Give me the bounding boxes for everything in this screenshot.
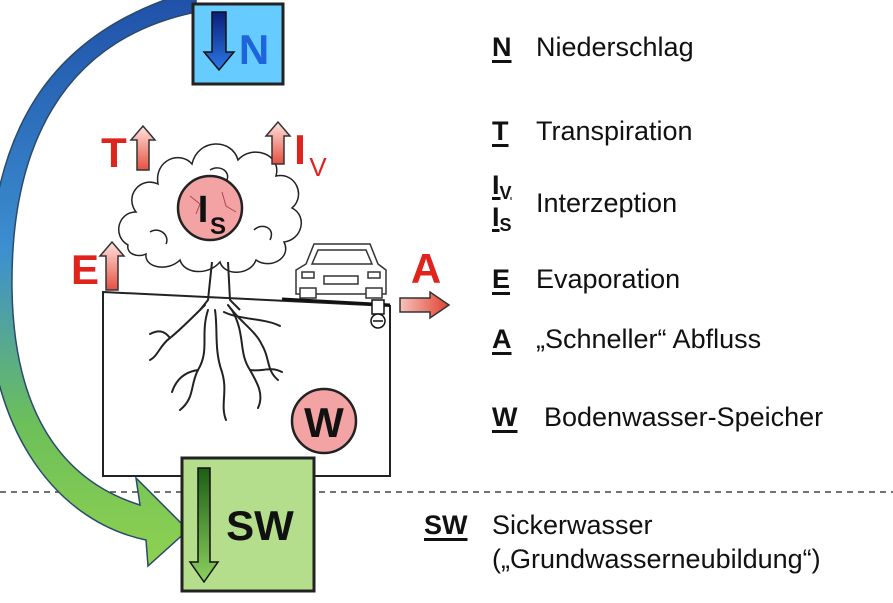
legend-description: Evaporation: [536, 264, 681, 294]
soil-block: [102, 290, 391, 477]
precipitation-down-arrow-icon: [202, 11, 236, 72]
evaporation-label: E: [71, 246, 99, 293]
runoff-label: A: [411, 245, 441, 292]
soil-interception-bubble: [176, 174, 244, 242]
legend-symbol: W: [492, 402, 518, 432]
seepage-water-box: SW: [180, 456, 316, 593]
vegetation-interception-label: I: [294, 126, 306, 173]
precipitation-box: N: [191, 2, 285, 86]
runoff-right-arrow-icon: [399, 290, 451, 320]
legend-symbol-iv: IV: [492, 170, 512, 203]
bubble-crack-lines: [189, 191, 237, 215]
legend-item-abfluss: A „Schneller“ Abfluss: [492, 324, 761, 355]
vegetation-interception-subscript: V: [309, 152, 327, 182]
soil-water-storage-bubble: [290, 387, 358, 455]
legend-item-interzeption: IV IS Interzeption: [492, 170, 752, 240]
legend-description: Sickerwasser: [492, 510, 653, 540]
legend-symbol: SW: [424, 510, 468, 540]
vegetation-interception-up-arrow-icon: [264, 120, 292, 165]
seepage-down-arrow-icon: [188, 467, 220, 584]
legend-item-sickerwasser: SW Sickerwasser: [424, 510, 653, 541]
transpiration-label: T: [101, 129, 127, 176]
evaporation-up-arrow-icon: [98, 240, 126, 291]
legend-symbol: N: [492, 32, 512, 62]
drain-pipe-icon: [370, 299, 386, 329]
legend-symbol: E: [492, 264, 511, 294]
legend-symbol-is: IS: [492, 202, 512, 235]
legend-description: Niederschlag: [536, 32, 694, 62]
soil-water-storage-label: W: [304, 399, 344, 446]
legend-symbol: T: [492, 116, 509, 146]
legend-seepage-note: („Grundwasserneubildung“): [492, 544, 821, 575]
legend-item-niederschlag: N Niederschlag: [492, 32, 694, 63]
precipitation-label: N: [239, 26, 269, 73]
seepage-water-label: SW: [226, 502, 294, 549]
legend-note-text: („Grundwasserneubildung“): [492, 544, 821, 574]
legend-item-bodenwasser: W Bodenwasser-Speicher: [492, 402, 823, 433]
transpiration-up-arrow-icon: [129, 124, 157, 171]
legend-description: Bodenwasser-Speicher: [544, 402, 824, 432]
legend-symbol: A: [492, 324, 512, 354]
car-icon: [295, 243, 387, 299]
legend-description: Interzeption: [536, 188, 678, 218]
legend-description: „Schneller“ Abfluss: [536, 324, 762, 354]
soil-interception-subscript: S: [210, 213, 226, 240]
precipitation-to-seepage-arrow: [0, 0, 197, 568]
legend-item-evaporation: E Evaporation: [492, 264, 680, 295]
legend-description: Transpiration: [536, 116, 693, 146]
legend-item-transpiration: T Transpiration: [492, 116, 693, 147]
tree-roots: [149, 304, 283, 421]
soil-interception-label: I: [198, 189, 209, 231]
